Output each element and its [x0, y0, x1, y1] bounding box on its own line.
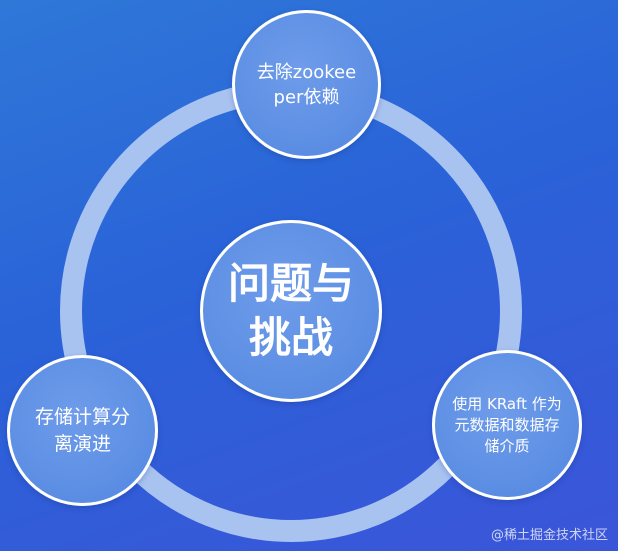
center-node: 问题与挑战: [200, 220, 382, 402]
right-node-label: 使用 KRaft 作为元数据和数据存储介质: [452, 394, 562, 455]
left-node: 存储计算分离演进: [7, 355, 158, 506]
center-node-label: 问题与挑战: [227, 259, 354, 362]
left-node-label: 存储计算分离演进: [34, 405, 130, 455]
top-node: 去除zookeeper依赖: [232, 10, 381, 159]
watermark: @稀土掘金技术社区: [490, 528, 608, 543]
right-node: 使用 KRaft 作为元数据和数据存储介质: [432, 350, 582, 500]
top-node-label: 去除zookeeper依赖: [256, 61, 357, 108]
